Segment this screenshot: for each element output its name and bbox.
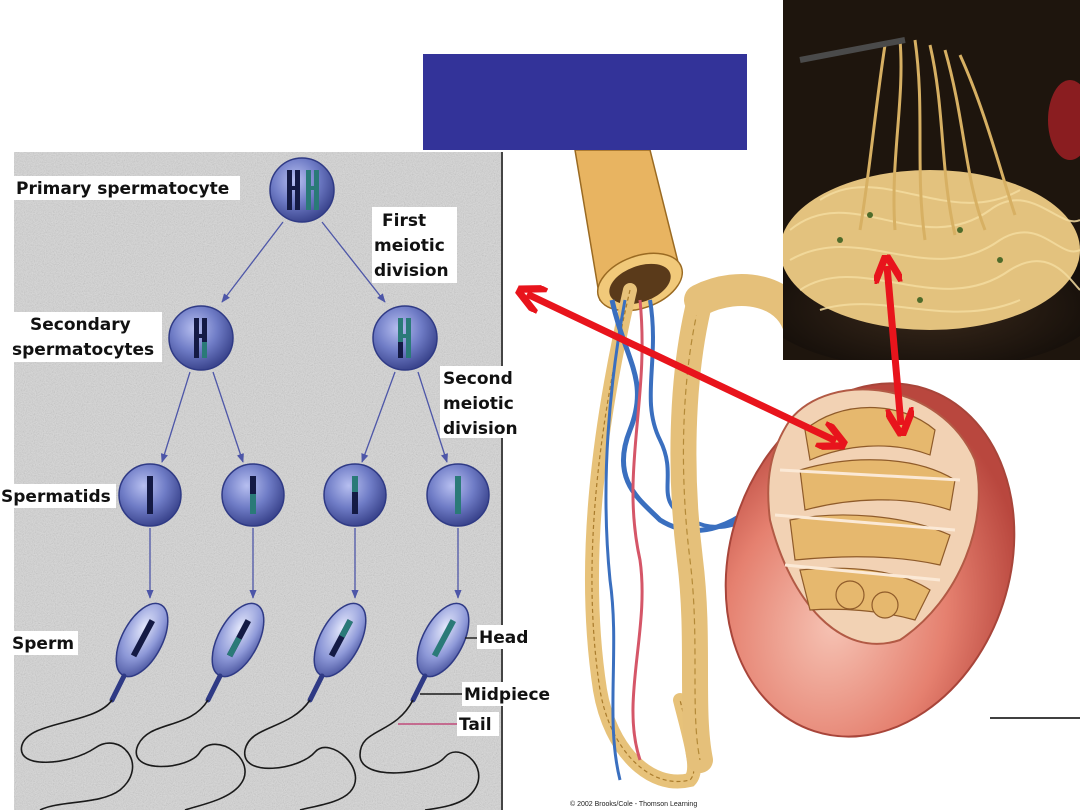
label-bg [372, 207, 457, 283]
secondary-spermatocyte-cell [168, 305, 234, 371]
label-bg [10, 631, 78, 655]
sperm-cell [20, 602, 169, 810]
label-bg [457, 712, 499, 736]
first-division-label-3: division [374, 261, 449, 281]
primary-spermatocyte-cell [269, 157, 335, 223]
sperm-label: Sperm [12, 634, 74, 654]
sperm-cell [359, 602, 480, 810]
spermatid-cell [426, 463, 490, 527]
label-bg [10, 312, 162, 362]
double-arrow-diagram-to-tubules [527, 294, 836, 441]
midpiece-label: Midpiece [464, 685, 550, 705]
title-box [423, 54, 747, 150]
label-bg [14, 176, 240, 200]
spaghetti-photo [783, 0, 1080, 360]
sperm-cell [244, 602, 367, 810]
first-division-label-2: meiotic [374, 236, 445, 256]
primary-spermatocyte-label: Primary spermatocyte [16, 179, 229, 199]
spermatid-cell [221, 463, 285, 527]
tail-label: Tail [459, 715, 492, 735]
label-bg [0, 484, 116, 508]
head-label: Head [479, 628, 528, 648]
testis-illustration: © 2002 Brooks/Cole - Thomson Learning [570, 149, 1016, 808]
secondary-label-2: spermatocytes [12, 340, 154, 360]
fork [799, 37, 906, 63]
sperm-cell [135, 602, 265, 810]
first-division-label-1: First [382, 211, 426, 231]
label-bg [477, 625, 531, 649]
lifted-noodles [858, 39, 1017, 241]
spermatid-cell [118, 463, 182, 527]
label-bg [440, 366, 520, 438]
second-division-label-2: meiotic [443, 394, 514, 414]
double-arrow-photo-to-tubules [887, 266, 901, 425]
secondary-label-1: Secondary [30, 315, 131, 335]
secondary-spermatocyte-cell [372, 305, 438, 371]
second-division-label-1: Second [443, 369, 513, 389]
spermatogenesis-diagram: Primary spermatocyte First meiotic divis… [0, 152, 554, 810]
spermatids-label: Spermatids [1, 487, 111, 507]
second-division-label-3: division [443, 419, 518, 439]
copyright-credit: © 2002 Brooks/Cole - Thomson Learning [570, 800, 697, 808]
spermatid-cell [323, 463, 387, 527]
label-bg [462, 682, 554, 706]
lineage-arrows [146, 221, 462, 599]
